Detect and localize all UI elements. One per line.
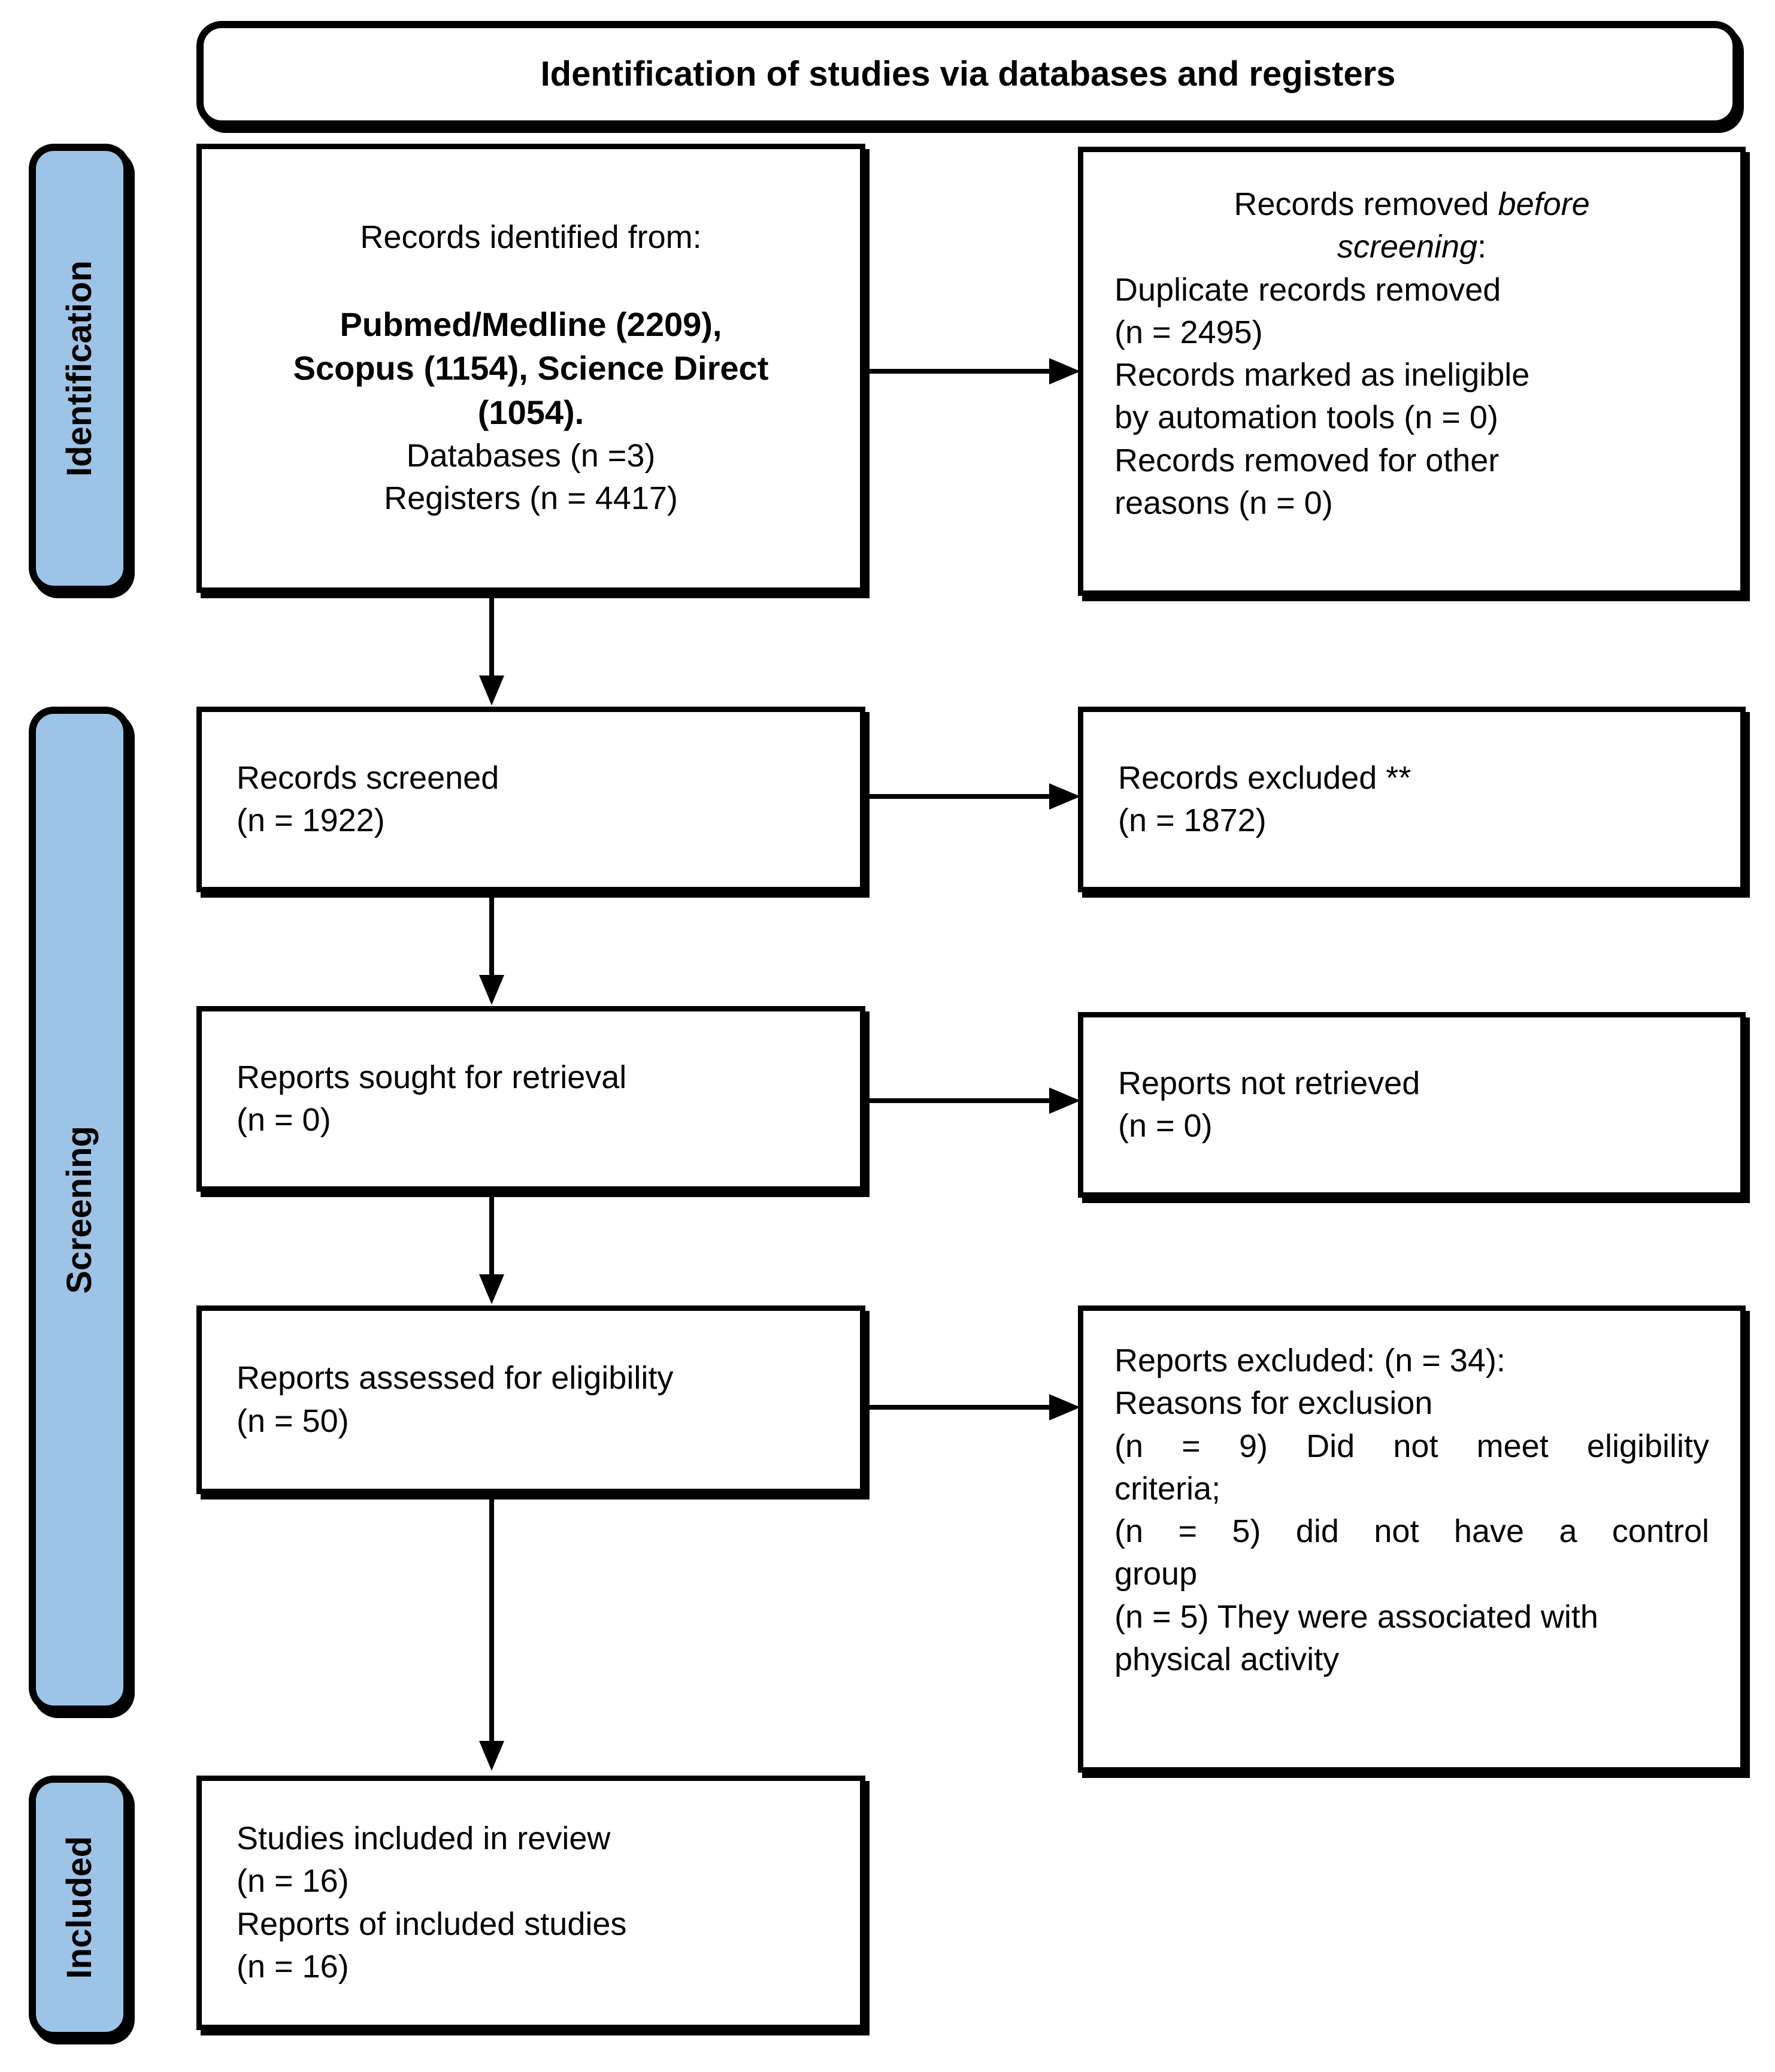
reports-excluded-line: physical activity [1114,1641,1340,1677]
stage-screening: Screening [29,707,131,1713]
arrow-identified-to-screened-head [479,675,504,705]
records-identified-registers: Registers (n = 4417) [384,480,678,517]
box-records-excluded: Records excluded ** (n = 1872) [1078,707,1746,892]
records-removed-line: Records removed for other [1114,442,1500,478]
records-screened-line: Records screened [237,759,499,796]
arrow-identified-to-removed-line [865,369,1052,374]
arrow-assessed-to-included-line [489,1494,494,1741]
arrow-assessed-to-excludedreasons-head [1049,1394,1080,1420]
reports-excluded-line: criteria; [1114,1470,1221,1507]
reports-excluded-line: Reports excluded: (n = 34): [1114,1343,1506,1379]
arrow-assessed-to-included-head [479,1741,504,1771]
box-records-removed: Records removed before screening: Duplic… [1078,147,1746,596]
arrow-assessed-to-excludedreasons-line [865,1405,1052,1410]
reports-not-retrieved-line: (n = 0) [1118,1108,1213,1144]
reports-excluded-line: Reasons for exclusion [1114,1385,1433,1422]
records-removed-heading-suffix: : [1477,229,1487,265]
reports-sought-line: Reports sought for retrieval [237,1059,627,1095]
records-removed-line: by automation tools (n = 0) [1114,399,1498,436]
box-records-identified: Records identified from: Pubmed/Medline … [196,144,865,593]
box-reports-not-retrieved: Reports not retrieved (n = 0) [1078,1012,1746,1198]
reports-not-retrieved-line: Reports not retrieved [1118,1065,1420,1101]
arrow-identified-to-screened-line [489,593,494,675]
records-removed-line: reasons (n = 0) [1114,484,1333,521]
reports-assessed-line: Reports assessed for eligibility [237,1360,674,1397]
reports-assessed-line: (n = 50) [237,1402,349,1439]
studies-included-line: Reports of included studies [237,1906,627,1942]
records-removed-heading-italic: before screening [1337,186,1590,265]
arrow-screened-to-excluded-head [1049,783,1080,810]
box-studies-included: Studies included in review (n = 16) Repo… [196,1776,865,2030]
title-box: Identification of studies via databases … [196,21,1740,128]
records-removed-heading: Records removed before screening: [1202,183,1622,269]
records-identified-sources-line2: Scopus (1154), Science Direct [293,349,769,387]
arrow-sought-to-notretrieved-line [865,1098,1052,1103]
stage-included: Included [29,1776,131,2039]
stage-included-label: Included [59,1835,99,1979]
arrow-screened-to-sought-line [489,892,494,975]
reports-excluded-line: (n = 5) They were associated with [1114,1598,1598,1635]
records-excluded-line: Records excluded ** [1118,759,1411,796]
records-identified-sources-line3: (1054). [477,393,584,432]
reports-excluded-line: (n = 9) Did not meet eligibility [1114,1428,1709,1464]
arrow-sought-to-notretrieved-head [1049,1088,1080,1114]
records-identified-databases: Databases (n =3) [406,438,656,474]
reports-sought-line: (n = 0) [237,1102,331,1138]
records-removed-line: Records marked as ineligible [1114,357,1530,393]
studies-included-line: (n = 16) [237,1863,349,1900]
records-screened-line: (n = 1922) [237,802,385,838]
records-identified-sources-line1: Pubmed/Medline (2209), [340,305,722,343]
records-removed-line: (n = 2495) [1114,314,1263,350]
records-removed-heading-prefix: Records removed [1234,186,1498,222]
stage-identification-label: Identification [59,260,99,477]
stage-identification: Identification [29,144,131,593]
arrow-sought-to-assessed-head [479,1274,504,1304]
arrow-sought-to-assessed-line [489,1192,494,1274]
box-reports-assessed: Reports assessed for eligibility (n = 50… [196,1305,865,1494]
box-reports-sought: Reports sought for retrieval (n = 0) [196,1006,865,1192]
box-reports-excluded-reasons: Reports excluded: (n = 34): Reasons for … [1078,1305,1746,1773]
diagram-title: Identification of studies via databases … [540,54,1396,93]
records-removed-line: Duplicate records removed [1114,271,1501,308]
arrow-identified-to-removed-head [1049,358,1080,384]
stage-screening-label: Screening [59,1125,99,1294]
records-identified-intro: Records identified from: [360,219,702,256]
reports-excluded-line: (n = 5) did not have a control [1114,1513,1709,1550]
records-excluded-line: (n = 1872) [1118,802,1267,838]
arrow-screened-to-sought-head [479,975,504,1005]
reports-excluded-line: group [1114,1556,1198,1592]
studies-included-line: Studies included in review [237,1820,611,1856]
arrow-screened-to-excluded-line [865,794,1052,799]
studies-included-line: (n = 16) [237,1948,349,1985]
box-records-screened: Records screened (n = 1922) [196,707,865,892]
